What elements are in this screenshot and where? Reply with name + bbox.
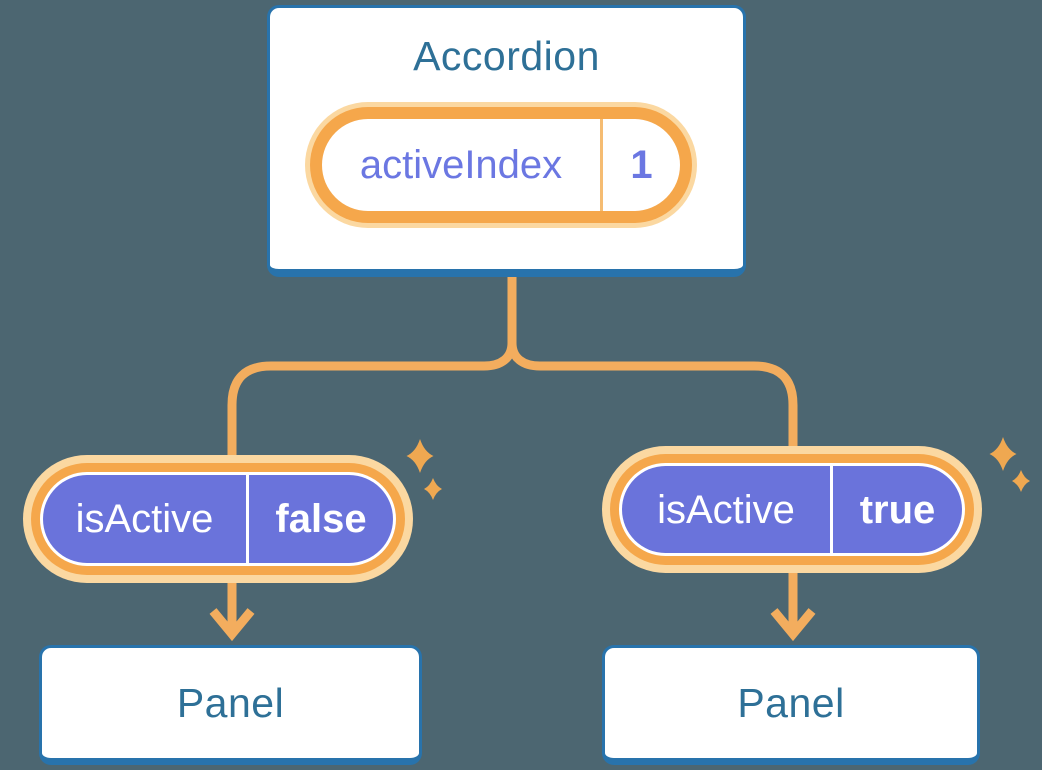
accordion-title: Accordion [413,33,600,79]
arrowhead-left-icon [209,608,255,642]
state-value: 1 [630,143,653,187]
sparkle-icon [406,439,434,473]
prop-pill-isactive-right: isActive true [602,446,982,573]
connector-branch-left [227,342,517,634]
prop-label: isActive [657,487,795,532]
prop-pill-divider [246,475,249,563]
prop-pill-divider [830,466,833,553]
state-pill-divider [600,119,603,211]
state-pill-ring: activeIndex 1 [310,107,692,223]
sparkles-prop-right [989,437,1030,492]
panel-card-right: Panel [602,645,980,765]
prop-pill-body: isActive true [622,466,962,553]
sparkles-prop-left [406,439,442,500]
sparkle-icon [989,437,1017,471]
prop-value: true [859,487,936,532]
prop-pill-ring: isActive true [610,454,974,565]
arrowhead-right-icon [770,608,816,642]
accordion-card: Accordion activeIndex 1 [267,5,746,277]
state-pill-body: activeIndex 1 [322,119,680,211]
prop-pill-inner-border: isActive false [40,472,396,566]
prop-pill-ring: isActive false [31,463,405,575]
connector-branch-right [507,342,798,634]
state-pill-active-index: activeIndex 1 [305,102,697,228]
sparkle-icon [424,478,442,500]
prop-pill-isactive-left: isActive false [23,455,413,583]
panel-card-left: Panel [39,645,422,765]
panel-title: Panel [737,679,845,726]
prop-pill-body: isActive false [43,475,393,563]
panel-title: Panel [176,679,285,726]
prop-pill-inner-border: isActive true [619,463,965,556]
state-label: activeIndex [359,143,563,187]
prop-label: isActive [75,497,214,541]
sparkle-icon [1012,470,1030,492]
prop-value: false [275,497,367,541]
